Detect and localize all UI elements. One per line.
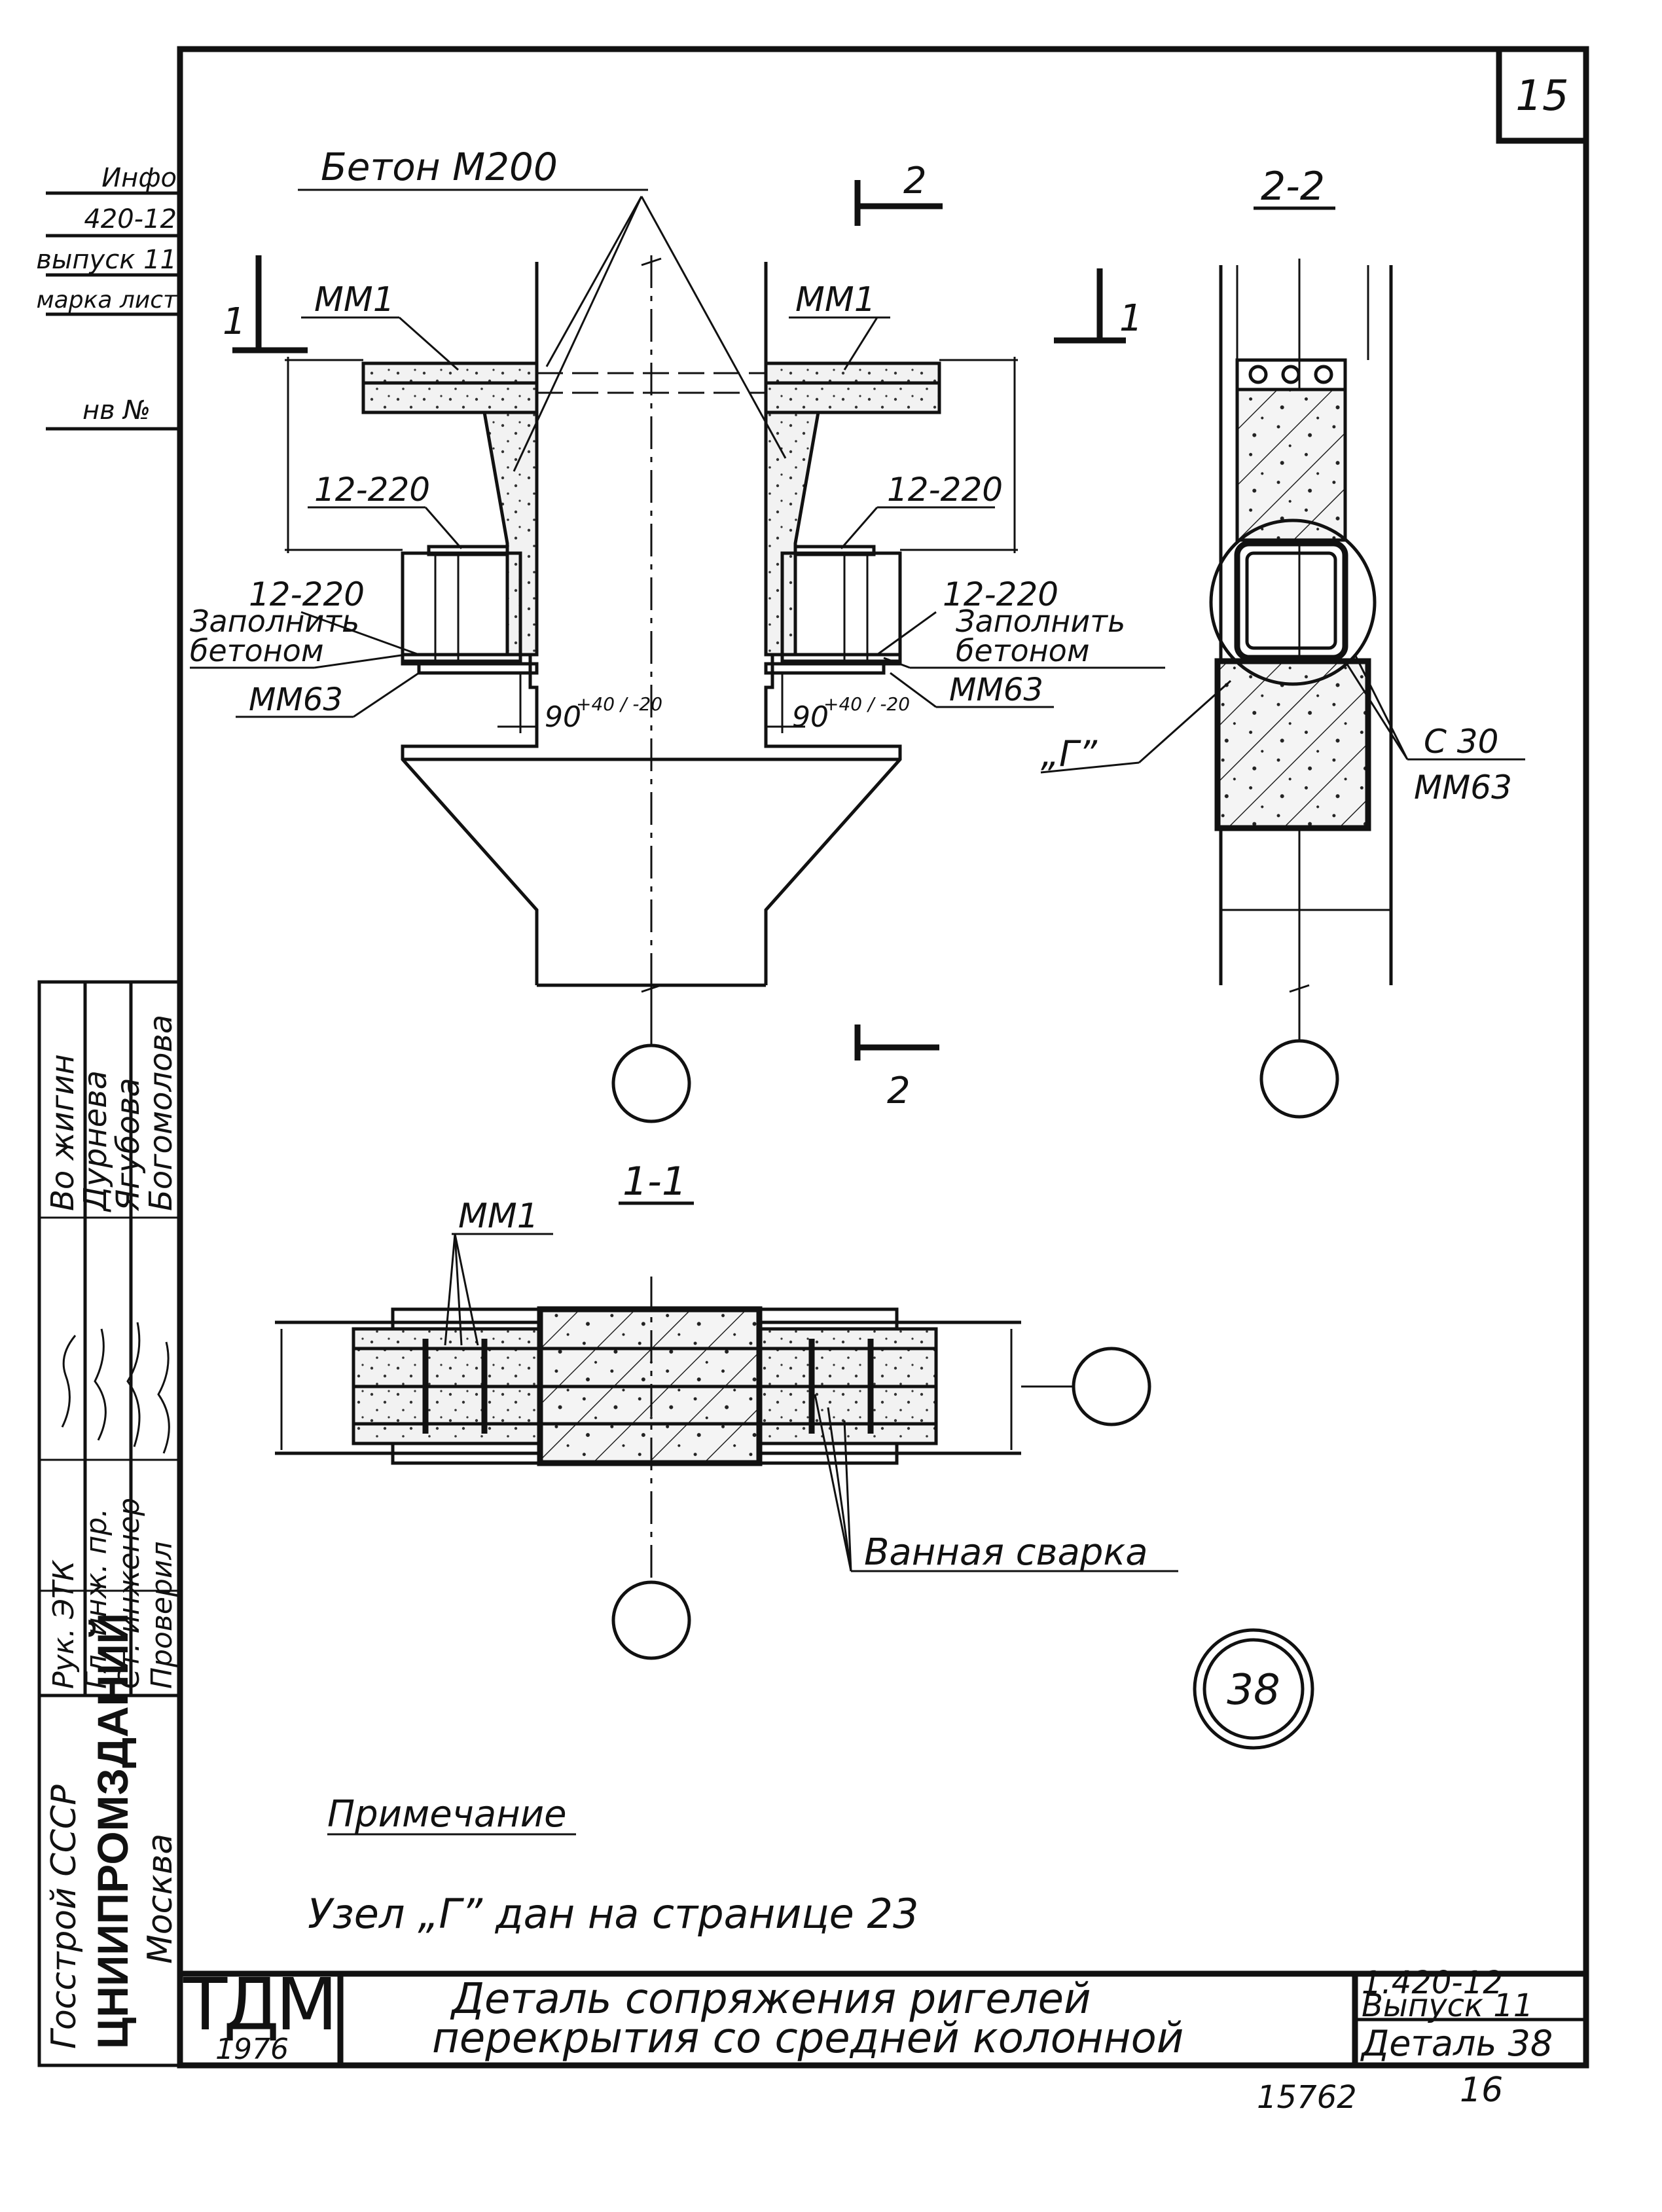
bar-top-right: 12-220 [887, 471, 1003, 509]
archive-number: 15762 [1257, 2079, 1357, 2116]
mm1-left: ММ1 [314, 280, 395, 319]
series: 1.420-12 [1362, 1965, 1503, 2001]
fill-right-2: бетоном [956, 633, 1090, 668]
section-1-1: 1-1 ММ1 Ванная сварка [275, 1159, 1178, 1660]
title-line-2: перекрытия со средней колонной [432, 2014, 1183, 2063]
sheet-footer: 15762 16 [1257, 2071, 1503, 2116]
fill-right-1: Заполнить [956, 604, 1125, 639]
dim-right-tol: +40 / -20 [823, 693, 910, 715]
axis-bubble-1-1-right [1072, 1347, 1151, 1426]
weld-label: Ванная сварка [864, 1531, 1148, 1574]
role-1: Рук. ЭТК [47, 1559, 81, 1689]
stamp-row-2: 420-12 [84, 204, 177, 234]
name-3: Ягубова [110, 1078, 147, 1212]
org-line-2: ЦНИИПРОМЗДАНИЙ [88, 1613, 137, 2049]
approval-block: Рук. ЭТК Гл. инж. пр. Ст. инженер Провер… [37, 980, 182, 2067]
note-heading: Примечание [327, 1793, 567, 1836]
page-number: 15 [1515, 72, 1568, 120]
signatures [61, 1322, 170, 1454]
mm1-1-1: ММ1 [458, 1197, 539, 1236]
dim-left: 90 [545, 700, 581, 734]
cut1-left: 1 [223, 300, 246, 343]
stamp-row-4: марка лист [37, 287, 178, 314]
fill-left-1: Заполнить [190, 604, 359, 639]
cut1-right: 1 [1119, 297, 1143, 340]
note-text: Узел „Г” дан на странице 23 [308, 1890, 918, 1938]
cut2-bottom: 2 [887, 1070, 911, 1112]
issue: Выпуск 11 [1362, 1987, 1533, 2024]
fill-left-2: бетоном [190, 633, 324, 668]
stamp-row-3: выпуск 11 [36, 245, 177, 275]
mm63-left: ММ63 [249, 681, 343, 718]
sheet-frame: 15 [177, 46, 1589, 2069]
mm1-right: ММ1 [795, 280, 876, 319]
section-2-2-title: 2-2 [1261, 164, 1325, 209]
title-line-1: Деталь сопряжения ригелей [450, 1975, 1091, 2023]
name-1: Во жигин [45, 1054, 81, 1211]
mm63-2-2: ММ63 [1414, 769, 1512, 807]
bar-top-left: 12-220 [314, 471, 430, 509]
section-1-1-title: 1-1 [623, 1159, 687, 1205]
note: Примечание Узел „Г” дан на странице 23 [308, 1793, 918, 1938]
role-2: Гл. инж. пр. [80, 1508, 113, 1689]
title-block: ТДМ 1976 Деталь сопряжения ригелей перек… [180, 1963, 1586, 2066]
org-line-1: Госстрой СССР [45, 1785, 84, 2049]
year: 1976 [215, 2033, 289, 2066]
mm63-right: ММ63 [949, 672, 1043, 708]
detail-number: Деталь 38 [1360, 2023, 1553, 2064]
main-elevation: 90 +40 / -20 90 +40 / -20 Бетон М200 ММ1… [190, 145, 1165, 1123]
c30-label: С 30 [1424, 723, 1498, 761]
dim-right: 90 [792, 700, 829, 734]
name-2: Дурнева [77, 1070, 114, 1212]
axis-bubble-1-1-bottom [611, 1580, 691, 1660]
dim-left-tol: +40 / -20 [576, 693, 662, 715]
concrete-label: Бетон М200 [321, 145, 558, 189]
name-4: Богомолова [143, 1015, 179, 1211]
side-stamp: Инфо 420-12 выпуск 11 марка лист нв № [36, 163, 180, 431]
detail-badge: 38 [1193, 1628, 1314, 1750]
bar-bottom-left: 12-220 [249, 575, 365, 613]
role-4: Проверил [145, 1541, 179, 1689]
bar-bottom-right: 12-220 [943, 575, 1058, 613]
stamp-row-5: нв № [82, 395, 151, 426]
stamp-row-1: Инфо [101, 163, 177, 193]
section-2-2: 2-2 „Г” С 30 ММ63 [1040, 164, 1525, 1119]
bottom-number: 16 [1460, 2071, 1503, 2110]
cut2-top: 2 [903, 160, 927, 202]
role-3: Ст. инженер [113, 1498, 146, 1689]
axis-bubble-2-2 [1259, 1039, 1339, 1119]
detail-badge-number: 38 [1227, 1666, 1280, 1714]
org-line-3: Москва [141, 1834, 180, 1964]
logo: ТДМ [183, 1963, 334, 2046]
axis-bubble-main [611, 1043, 691, 1123]
